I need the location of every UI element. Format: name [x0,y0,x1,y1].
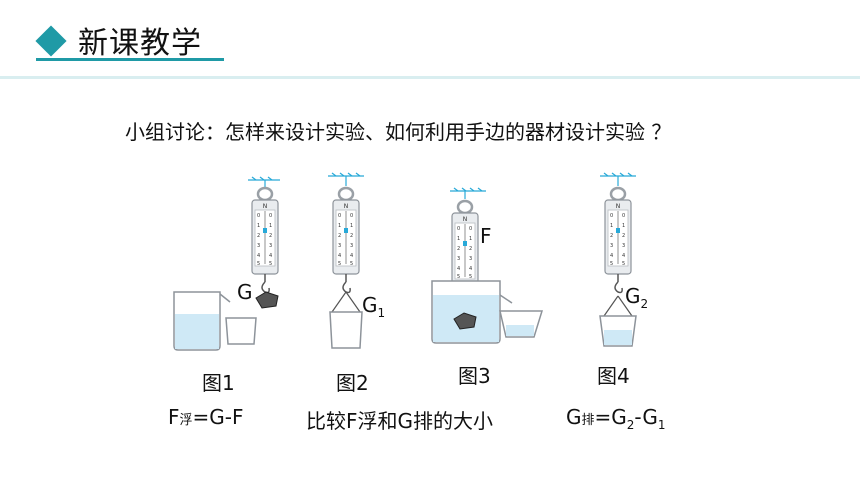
figure-4-caption: 图4 [597,364,630,388]
formula-buoyancy: F浮=G-F [168,405,244,429]
title-underline [36,58,224,61]
formula-displaced: G排=G2-G1 [566,405,666,432]
figure-4-diagram [599,172,637,347]
figure-3-caption: 图3 [458,364,491,388]
figure-2-diagram [328,172,364,349]
figure-1-label: G [237,280,253,304]
header-divider [0,76,860,79]
slide-title: 新课教学 [78,26,202,61]
figure-2-caption: 图2 [336,371,369,395]
figure-3-label: F [480,224,492,248]
figure-3-diagram [431,187,544,344]
figure-2-label: G1 [362,293,386,320]
diamond-icon [35,25,67,57]
figure-4-label: G2 [625,284,649,311]
slide-header: 新课教学 [0,0,860,80]
discussion-question: 小组讨论：怎样来设计实验、如何利用手边的器材设计实验 ？ [125,120,672,144]
figure-1-diagram [173,176,280,351]
figure-1-caption: 图1 [202,371,235,395]
formula-compare: 比较F浮和G排的大小 [306,409,494,433]
